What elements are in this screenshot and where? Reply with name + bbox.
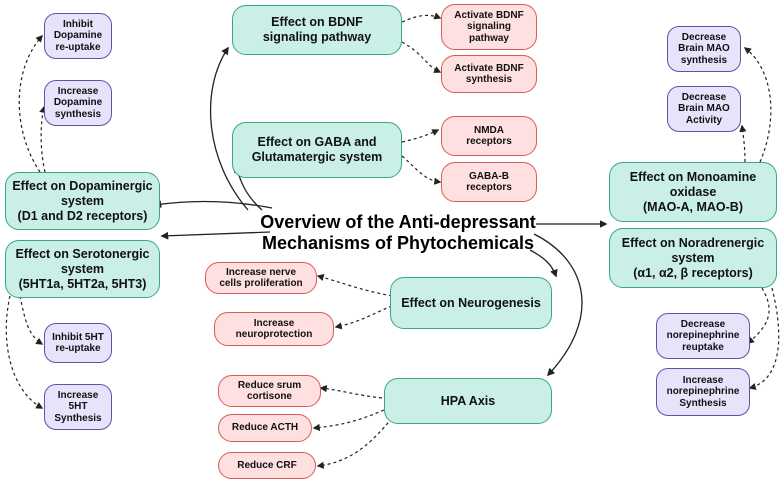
arrow-to-serotonergic <box>160 231 271 240</box>
node-gaba-b: GABA-B receptors <box>441 162 537 202</box>
node-bdnf: Effect on BDNF signaling pathway <box>232 5 402 55</box>
node-decrease-mao-activity: Decrease Brain MAO Activity <box>667 86 741 132</box>
node-mao: Effect on Monoamine oxidase (MAO-A, MAO-… <box>609 162 777 222</box>
node-dopaminergic: Effect on Dopaminergic system (D1 and D2… <box>5 172 160 230</box>
node-nmda: NMDA receptors <box>441 116 537 156</box>
arrow-to-neurogenesis <box>529 249 558 278</box>
node-increase-ne-synthesis: Increase norepinephrine Synthesis <box>656 368 750 416</box>
node-hpa: HPA Axis <box>384 378 552 424</box>
arrow-to-bdnf <box>209 46 249 211</box>
node-bdnf-activate-pathway: Activate BDNF signaling pathway <box>441 4 537 50</box>
node-neurogenesis: Effect on Neurogenesis <box>390 277 552 329</box>
node-bdnf-activate-synthesis: Activate BDNF synthesis <box>441 55 537 93</box>
node-decrease-mao-synthesis: Decrease Brain MAO synthesis <box>667 26 741 72</box>
node-gaba: Effect on GABA and Glutamatergic system <box>232 122 402 178</box>
node-neuroprotection: Increase neuroprotection <box>214 312 334 346</box>
node-reduce-cortisone: Reduce srum cortisone <box>218 375 321 407</box>
node-serotonergic: Effect on Serotonergic system (5HT1a, 5H… <box>5 240 160 298</box>
node-noradrenergic: Effect on Noradrenergic system (α1, α2, … <box>609 228 777 288</box>
node-inhibit-5ht: Inhibit 5HT re-uptake <box>44 323 112 363</box>
node-reduce-acth: Reduce ACTH <box>218 414 312 442</box>
node-increase-5ht: Increase 5HT Synthesis <box>44 384 112 430</box>
node-increase-dopamine: Increase Dopamine synthesis <box>44 80 112 126</box>
node-nerve-proliferation: Increase nerve cells proliferation <box>205 262 317 294</box>
diagram-title: Overview of the Anti-depressant Mechanis… <box>260 212 536 253</box>
node-reduce-crf: Reduce CRF <box>218 452 316 479</box>
arrow-to-hpa <box>533 233 583 377</box>
node-decrease-ne-reuptake: Decrease norepinephrine reuptake <box>656 313 750 359</box>
node-inhibit-dopamine: Inhibit Dopamine re-uptake <box>44 13 112 59</box>
arrow-to-dopaminergic <box>153 200 273 209</box>
